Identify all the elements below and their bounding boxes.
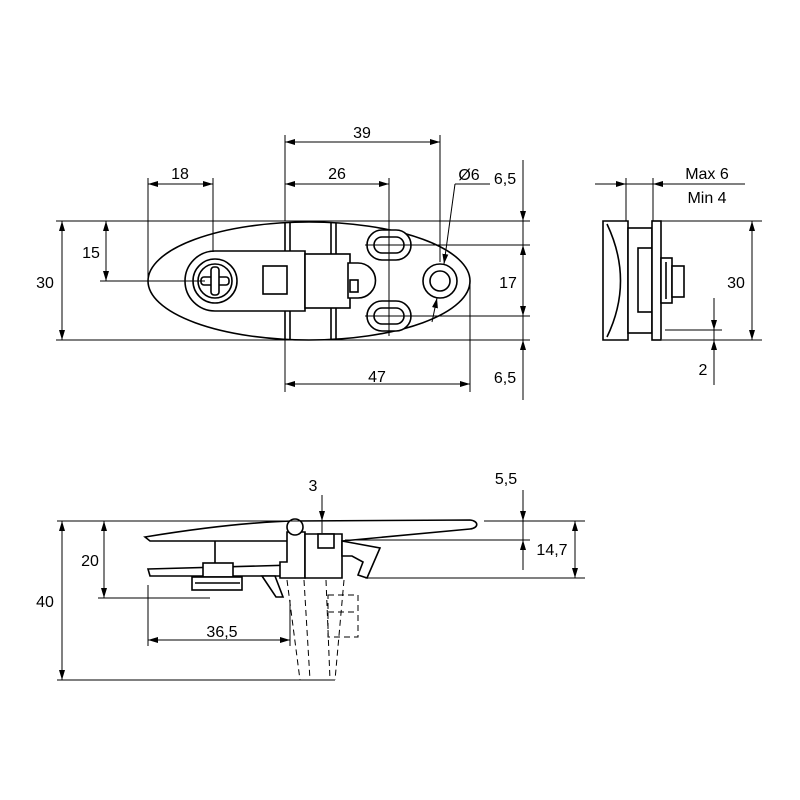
dimension-label: 18 — [171, 166, 189, 183]
dimension-label-6-5-bottom: 6,5 — [494, 370, 516, 387]
front-view: 3 5,5 14,7 20 40 36,5 — [36, 471, 585, 681]
side-view-inner-bracket — [637, 247, 653, 313]
dimension-max-min: Max 6 Min 4 — [595, 166, 745, 207]
hinge-body — [279, 531, 306, 579]
dimension-47: 47 — [285, 369, 470, 387]
dimension-label: 3 — [309, 478, 318, 495]
dimension-label: 47 — [368, 369, 386, 386]
screw-nut — [202, 562, 234, 578]
round-hole — [422, 263, 458, 299]
dimension-label: 39 — [353, 125, 371, 142]
dimension-30-side-view: 30 — [727, 221, 755, 340]
side-view-curved-face — [606, 223, 622, 338]
dimension-18: 18 — [148, 166, 213, 187]
dimension-stack-right: 6,5 17 6,5 — [494, 160, 526, 400]
base-tab — [260, 575, 285, 598]
dimension-20: 20 — [81, 521, 107, 598]
latch-notch — [349, 279, 359, 293]
dimension-2: 2 — [699, 298, 717, 385]
dimension-label: 14,7 — [536, 542, 567, 559]
dimension-label: 30 — [36, 275, 54, 292]
cross-screw-icon — [192, 258, 238, 304]
hidden-lines — [286, 579, 359, 681]
dimension-label: 26 — [328, 166, 346, 183]
dimension-label-max: Max 6 — [685, 166, 729, 183]
dimension-label: 40 — [36, 594, 54, 611]
square-hole — [262, 265, 288, 295]
dimension-label: 30 — [727, 275, 745, 292]
leader-line — [442, 183, 456, 265]
dimension-5-5: 5,5 — [495, 471, 526, 570]
dimension-label-6-5-top: 6,5 — [494, 171, 516, 188]
side-view: Max 6 Min 4 30 2 — [595, 166, 762, 385]
dimension-label: 2 — [699, 362, 708, 379]
dimension-label-17: 17 — [499, 275, 517, 292]
leader-line — [431, 297, 438, 323]
latch-hook — [341, 540, 382, 579]
dimension-15: 15 — [82, 221, 109, 281]
dimension-label-min: Min 4 — [687, 190, 726, 207]
side-view-block — [602, 220, 629, 341]
side-view-stud-tip — [671, 265, 685, 298]
dimension-label: 36,5 — [206, 624, 237, 641]
latch-body — [304, 253, 351, 309]
dimension-diameter-6: Ø6 — [431, 167, 490, 323]
dimension-label: Ø6 — [458, 167, 479, 184]
dimension-40: 40 — [36, 521, 65, 680]
dimension-label: 5,5 — [495, 471, 517, 488]
dimension-14-7: 14,7 — [536, 521, 578, 578]
top-view: 39 18 26 Ø6 6,5 17 6,5 — [36, 125, 530, 400]
dimension-3: 3 — [309, 478, 325, 533]
dimension-label: 20 — [81, 553, 99, 570]
dimension-26: 26 — [285, 166, 389, 187]
dimension-30-top-view: 30 — [36, 221, 65, 340]
dimension-39: 39 — [285, 125, 440, 145]
latch-housing-slot — [317, 533, 335, 549]
dimension-36-5: 36,5 — [148, 624, 290, 643]
side-view-plate — [651, 220, 662, 341]
dimension-label: 15 — [82, 245, 100, 262]
hinge-pivot-icon — [286, 518, 304, 536]
extension-lines — [57, 520, 585, 681]
extension-lines — [56, 135, 530, 392]
